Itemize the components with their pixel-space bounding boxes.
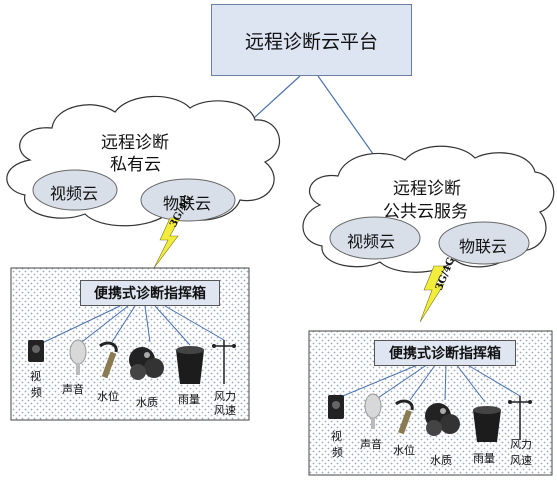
box-left-title: 便携式诊断指挥箱	[94, 286, 206, 302]
box-right-title: 便携式诊断指挥箱	[389, 346, 501, 362]
remote-diagnosis-platform: 远程诊断云平台	[211, 4, 412, 76]
box-right-video-label-2: 频	[332, 446, 343, 459]
microphone-icon	[364, 393, 382, 429]
public-iot-cloud-shape	[438, 221, 530, 265]
water-level-sensor-icon	[395, 399, 414, 435]
lightning-right	[419, 265, 447, 323]
private-cloud-title-line1: 远程诊断	[101, 133, 169, 153]
water-quality-sensor-icon	[425, 403, 460, 436]
public-video-cloud-shape	[329, 216, 421, 260]
box-right-water-quality-label: 水质	[430, 454, 452, 467]
box-right-title-bar: 便携式诊断指挥箱	[374, 340, 516, 366]
private-video-cloud-shape	[32, 169, 118, 211]
public-cloud-title-line2: 公共云服务	[383, 202, 468, 222]
box-left-video-label-2: 频	[31, 386, 42, 399]
microphone-icon	[69, 339, 87, 375]
box-right-wires	[337, 363, 521, 403]
box-right-wind-label-2: 风速	[510, 454, 532, 467]
water-level-sensor-icon	[99, 341, 118, 379]
rain-gauge-icon	[473, 406, 501, 442]
box-left-rainfall-label: 雨量	[178, 393, 200, 406]
box-left-water-level-label: 水位	[97, 390, 119, 403]
box-right-wind-label-1: 风力	[510, 438, 532, 451]
box-left-wind-label-2: 风速	[214, 404, 236, 417]
box-left-water-quality-label: 水质	[136, 396, 158, 409]
video-sensor-icon	[28, 340, 44, 362]
private-video-cloud-label: 视频云	[50, 184, 99, 203]
box-left-wind-label-1: 风力	[214, 390, 236, 403]
video-sensor-icon	[328, 395, 344, 419]
rain-gauge-icon	[176, 346, 204, 384]
public-video-cloud-label: 视频云	[347, 232, 396, 251]
anemometer-icon	[508, 396, 532, 440]
private-iot-cloud-label: 物联云	[163, 194, 212, 213]
lightning-left	[153, 217, 181, 269]
public-iot-cloud-label: 物联云	[459, 237, 508, 256]
private-iot-cloud-shape	[140, 178, 236, 222]
private-cloud-title-line2: 私有云	[110, 155, 161, 175]
box-left-sound-label: 声音	[62, 383, 84, 396]
box-right-sound-label: 声音	[360, 438, 382, 451]
platform-public-link	[317, 75, 384, 169]
public-cloud-title-line1: 远程诊断	[393, 179, 461, 199]
box-right-water-level-label: 水位	[393, 444, 415, 457]
anemometer-icon	[212, 340, 236, 384]
box-left-wires	[37, 305, 225, 346]
box-right-rainfall-label: 雨量	[473, 452, 495, 465]
box-right-video-label-1: 视	[331, 430, 342, 443]
platform-label: 远程诊断云平台	[244, 30, 378, 53]
box-left-video-label-1: 视	[30, 370, 41, 383]
box-left-title-bar: 便携式诊断指挥箱	[80, 280, 220, 306]
water-quality-sensor-icon	[129, 347, 164, 380]
